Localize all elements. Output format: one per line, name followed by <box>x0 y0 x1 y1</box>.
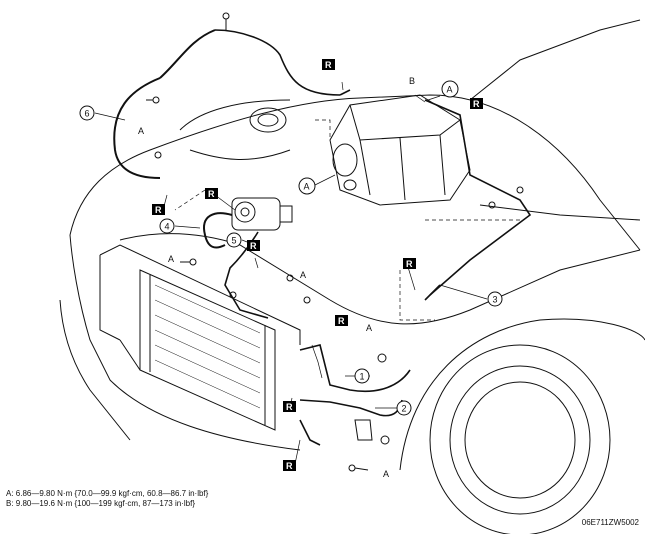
callout-1: 1 <box>354 368 370 384</box>
torque-a-label: A <box>366 323 372 333</box>
hose-6 <box>113 29 216 179</box>
bracket-lower <box>354 419 390 445</box>
pipe-1 <box>299 344 411 393</box>
torque-a-label: A <box>168 254 174 264</box>
circled-a-ref: A <box>441 80 459 98</box>
r-marker: R <box>152 204 165 215</box>
figure-code: 06E711ZW5002 <box>581 518 639 527</box>
condenser <box>139 269 276 431</box>
svg-text:R: R <box>338 316 345 326</box>
r-marker: R <box>283 460 296 471</box>
svg-text:4: 4 <box>165 222 170 232</box>
hose-4 <box>203 212 233 249</box>
ac-unit <box>329 94 471 206</box>
svg-text:A: A <box>304 182 310 192</box>
compressor <box>231 197 293 231</box>
r-marker: R <box>403 258 416 269</box>
bolts <box>146 12 524 472</box>
r-marker: R <box>470 98 483 109</box>
svg-text:1: 1 <box>360 372 365 382</box>
svg-text:2: 2 <box>402 404 407 414</box>
svg-text:R: R <box>473 99 480 109</box>
svg-text:R: R <box>325 60 332 70</box>
suction-pipe-top <box>214 29 351 96</box>
callout-4: 4 <box>159 218 175 234</box>
callout-5: 5 <box>226 232 242 248</box>
dashed-guides <box>174 119 520 321</box>
torque-a-label: A <box>383 469 389 479</box>
svg-text:R: R <box>406 259 413 269</box>
callout-6: 6 <box>79 105 95 121</box>
torque-b-label: B <box>409 76 415 86</box>
svg-text:R: R <box>208 189 215 199</box>
callout-3: 3 <box>487 291 503 307</box>
r-marker: R <box>283 401 296 412</box>
svg-text:6: 6 <box>85 109 90 119</box>
front-wheel <box>399 318 645 534</box>
svg-text:3: 3 <box>493 295 498 305</box>
front-bumper <box>99 244 301 371</box>
r-marker: R <box>322 59 335 70</box>
svg-text:A: A <box>447 85 453 95</box>
svg-text:R: R <box>250 241 257 251</box>
svg-text:5: 5 <box>232 236 237 246</box>
pipe-3 <box>424 99 532 301</box>
pipe-2 <box>299 399 403 446</box>
circled-a-ref: A <box>298 177 316 195</box>
torque-spec-b: B: 9.80—19.6 N·m {100—199 kgf·cm, 87—173… <box>6 499 195 508</box>
r-marker: R <box>247 240 260 251</box>
torque-a-label: A <box>300 270 306 280</box>
torque-a-label: A <box>138 126 144 136</box>
r-marker: R <box>335 315 348 326</box>
svg-text:R: R <box>286 461 293 471</box>
r-marker: R <box>205 188 218 199</box>
vehicle-body-outline <box>59 94 641 451</box>
torque-spec-a: A: 6.86—9.80 N·m {70.0—99.9 kgf·cm, 60.8… <box>6 489 209 498</box>
svg-text:R: R <box>155 205 162 215</box>
svg-text:R: R <box>286 402 293 412</box>
callout-2: 2 <box>396 400 412 416</box>
strut-tower <box>179 99 291 160</box>
hose-5 <box>224 231 269 319</box>
